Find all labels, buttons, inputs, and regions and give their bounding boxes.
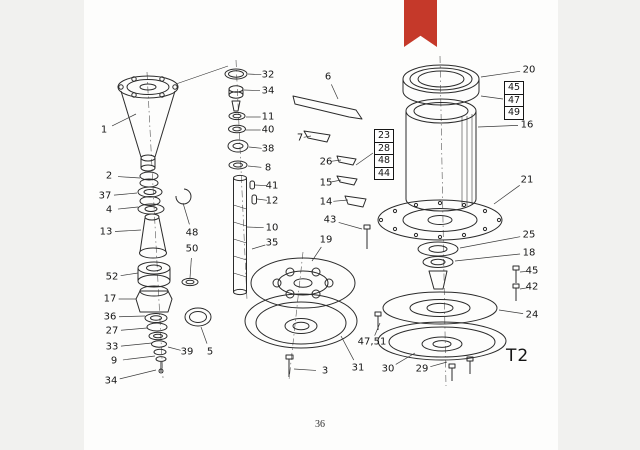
scan-margin-right <box>558 0 640 450</box>
scan-margin-left <box>0 0 84 450</box>
parts-drawing <box>117 64 520 381</box>
funnel-housing-part <box>117 65 229 172</box>
left-shaft-stack-parts <box>137 171 167 259</box>
long-shaft-part <box>233 174 257 296</box>
flange-part <box>377 199 503 241</box>
bearing-ring-part <box>402 64 480 106</box>
right-lower-stack-parts <box>377 241 507 361</box>
middle-stack-parts <box>224 68 249 170</box>
drum-part <box>405 98 477 212</box>
plate-label: T2 <box>506 346 530 366</box>
pulley-disc-assembly <box>244 257 358 377</box>
left-lower-hub-parts <box>135 261 173 374</box>
flat-bar-and-key-parts <box>292 95 371 249</box>
leader-lines <box>111 70 529 380</box>
center-lines <box>146 55 447 387</box>
page-number: 36 <box>315 419 325 430</box>
bolt-parts <box>374 265 520 381</box>
circlip-washer-ring-parts <box>175 188 212 327</box>
